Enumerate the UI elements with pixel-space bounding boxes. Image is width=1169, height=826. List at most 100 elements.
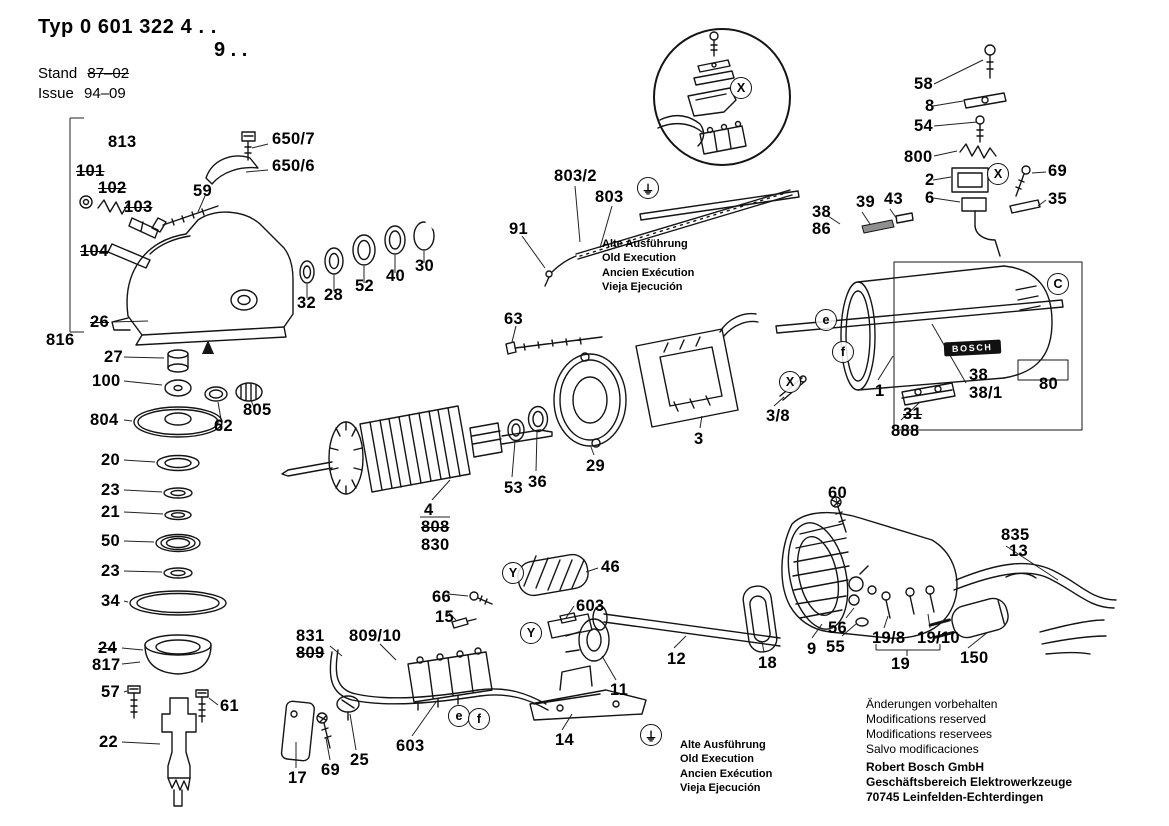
note-line: Alte Ausführung xyxy=(602,238,688,250)
part-label-20: 20 xyxy=(101,451,120,469)
disclaimer-line: Modifications reservees xyxy=(866,727,993,741)
part-label-30: 30 xyxy=(415,257,434,275)
circled-mark-y-lower: Y xyxy=(520,622,542,644)
part-label-35: 35 xyxy=(1048,190,1067,208)
part-label-32: 32 xyxy=(297,294,316,312)
note-line: Vieja Ejecución xyxy=(680,781,761,794)
company-line: 70745 Leinfelden-Echterdingen xyxy=(866,790,1044,804)
part-label-55: 55 xyxy=(826,638,845,656)
part-label-57: 57 xyxy=(101,683,120,701)
circled-mark-c-mark: C xyxy=(1047,273,1069,295)
part-label-21: 21 xyxy=(101,503,120,521)
part-label-15: 15 xyxy=(435,608,454,626)
part-label-803: 803 xyxy=(595,188,624,206)
part-label-19-8: 19/8 xyxy=(872,629,906,647)
note-line: Ancien Exécution xyxy=(602,266,695,279)
circled-mark-earth-top: ⏚ xyxy=(637,177,659,199)
part-label-91: 91 xyxy=(509,220,528,238)
part-label-54: 54 xyxy=(914,117,933,135)
part-label-835: 835 xyxy=(1001,526,1030,544)
part-label-830: 830 xyxy=(421,536,450,554)
part-label-52: 52 xyxy=(355,277,374,295)
circled-mark-e-motor: e xyxy=(815,309,837,331)
part-label-603: 603 xyxy=(576,597,605,615)
part-label-100: 100 xyxy=(92,372,121,390)
part-label-29: 29 xyxy=(586,457,605,475)
part-label-603: 603 xyxy=(396,737,425,755)
part-label-809: 809 xyxy=(296,644,325,662)
part-label-23: 23 xyxy=(101,481,120,499)
company-block: Robert Bosch GmbH Geschäftsbereich Elekt… xyxy=(866,760,1072,805)
part-label-2: 2 xyxy=(925,171,935,189)
part-label-104: 104 xyxy=(80,242,109,260)
circled-mark-y-upper: Y xyxy=(502,562,524,584)
title-block: Typ 0 601 322 4 . . 9 . . Stand 87–02 Is… xyxy=(38,16,247,102)
disclaimer-line: Modifications reserved xyxy=(866,712,987,726)
circled-mark-x-stator: X xyxy=(779,371,801,393)
typ-label: Typ xyxy=(38,16,74,38)
part-label-1: 1 xyxy=(875,382,885,400)
part-label-56: 56 xyxy=(828,619,847,637)
part-label-36: 36 xyxy=(528,473,547,491)
part-label-50: 50 xyxy=(101,532,120,550)
part-label-8: 8 xyxy=(925,97,935,115)
circled-mark-earth-bottom: ⏚ xyxy=(640,724,662,746)
part-label-80: 80 xyxy=(1039,375,1058,393)
circled-mark-e-switch: e xyxy=(448,705,470,727)
part-label-803-2: 803/2 xyxy=(554,167,597,185)
part-label-28: 28 xyxy=(324,286,343,304)
part-label-40: 40 xyxy=(386,267,405,285)
part-label-817: 817 xyxy=(92,656,121,674)
part-label-11: 11 xyxy=(610,681,629,699)
part-label-53: 53 xyxy=(504,479,523,497)
part-label-69: 69 xyxy=(1048,162,1067,180)
part-label-13: 13 xyxy=(1009,542,1028,560)
part-label-813: 813 xyxy=(108,133,137,151)
typ-value: 0 601 322 4 . . xyxy=(80,16,217,38)
note-line: Vieja Ejecución xyxy=(602,280,683,293)
issue-value: 94–09 xyxy=(84,85,126,102)
part-label-60: 60 xyxy=(828,484,847,502)
circled-mark-f-motor: f xyxy=(832,341,854,363)
part-label-808: 808 xyxy=(421,518,450,536)
part-label-86: 86 xyxy=(812,220,831,238)
part-label-4: 4 xyxy=(424,501,434,519)
part-label-14: 14 xyxy=(555,731,574,749)
note-line: Ancien Exécution xyxy=(680,767,773,780)
part-label-27: 27 xyxy=(104,348,123,366)
disclaimer-line: Änderungen vorbehalten xyxy=(866,697,998,711)
part-label-58: 58 xyxy=(914,75,933,93)
issue-label: Issue xyxy=(38,85,74,102)
disclaimer-line: Salvo modificaciones xyxy=(866,742,979,756)
circled-mark-x-detail: X xyxy=(730,77,752,99)
circled-mark-x-brush: X xyxy=(987,163,1009,185)
part-label-46: 46 xyxy=(601,558,620,576)
part-label-66: 66 xyxy=(432,588,451,606)
part-label-18: 18 xyxy=(758,654,777,672)
part-label-43: 43 xyxy=(884,190,903,208)
part-label-22: 22 xyxy=(99,733,118,751)
part-label-9: 9 xyxy=(807,640,817,658)
issue-line: Issue 94–09 xyxy=(38,85,247,102)
part-label-38: 38 xyxy=(812,203,831,221)
stand-label: Stand xyxy=(38,65,78,82)
part-label-102: 102 xyxy=(98,179,127,197)
typ-value-line2: 9 . . xyxy=(214,39,248,61)
part-label-12: 12 xyxy=(667,650,686,668)
part-label-101: 101 xyxy=(76,162,105,180)
type-number-line: Typ 0 601 322 4 . . xyxy=(38,16,247,39)
part-label-805: 805 xyxy=(243,401,272,419)
part-label-38-1: 38/1 xyxy=(969,384,1003,402)
part-label-61: 61 xyxy=(220,697,239,715)
part-label-69: 69 xyxy=(321,761,340,779)
part-label-34: 34 xyxy=(101,592,120,610)
note-line: Old Execution xyxy=(602,252,676,265)
part-label-831: 831 xyxy=(296,627,325,645)
part-label-25: 25 xyxy=(350,751,369,769)
old-execution-note-bottom: Alte Ausführung Old Execution Ancien Exé… xyxy=(680,738,772,795)
part-label-19: 19 xyxy=(891,655,910,673)
part-label-650-7: 650/7 xyxy=(272,130,315,148)
stand-line: Stand 87–02 xyxy=(38,65,247,82)
